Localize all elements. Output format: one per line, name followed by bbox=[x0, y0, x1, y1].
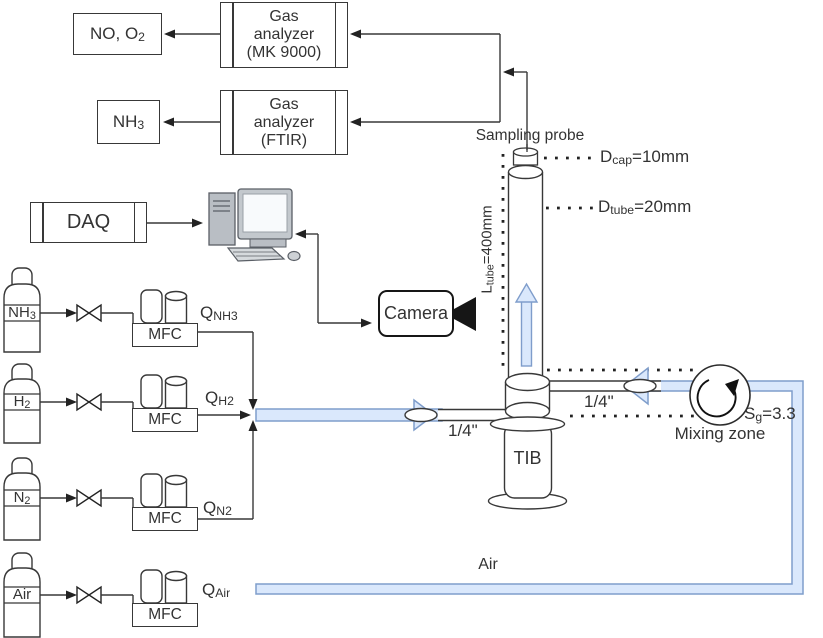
tib-label: TIB bbox=[513, 448, 542, 468]
process-box-line bbox=[42, 203, 44, 242]
camera-box: Camera bbox=[378, 290, 454, 337]
mfc-box-n2: MFC bbox=[132, 507, 198, 531]
mixture-flow-pipe bbox=[255, 398, 506, 432]
valve-icon bbox=[76, 392, 91, 412]
fitting-label-left: 1/4" bbox=[448, 421, 478, 440]
mfc-box-h2: MFC bbox=[132, 408, 198, 432]
daq-box: DAQ bbox=[30, 202, 147, 243]
flow-label-qh2: QH2 bbox=[205, 388, 234, 409]
d-tube-label: Dtube=20mm bbox=[598, 197, 692, 218]
burner-flange bbox=[489, 416, 566, 432]
swirl-number-label: Sg=3.3 bbox=[744, 404, 796, 425]
camera-label: Camera bbox=[383, 303, 449, 323]
camera-lens-icon bbox=[454, 297, 476, 331]
sampling-lines bbox=[163, 29, 528, 150]
valve-icon bbox=[76, 585, 91, 605]
no-o2-output-box: NO, O2 bbox=[73, 13, 162, 55]
junction-cylinder bbox=[504, 372, 551, 421]
computer-icon bbox=[208, 188, 301, 262]
nh3-output-label: NH3 bbox=[112, 111, 145, 133]
cylinder-label-h2: H2 bbox=[13, 393, 31, 411]
gas-analyzer-ftir-box: Gas analyzer (FTIR) bbox=[220, 90, 348, 155]
mfc-box-nh3: MFC bbox=[132, 323, 198, 347]
valve-icon bbox=[76, 303, 91, 323]
cylinder-label-nh3: NH3 bbox=[8, 304, 36, 322]
process-box-line bbox=[232, 91, 234, 154]
valve-icon bbox=[76, 488, 91, 508]
mouse-icon bbox=[287, 250, 301, 262]
process-box-line bbox=[334, 3, 336, 67]
supply-line-air bbox=[3, 552, 188, 638]
swirler-symbol bbox=[689, 364, 751, 426]
flow-label-qair: QAir bbox=[202, 580, 231, 601]
gas-analyzer-mk9000-box: Gas analyzer (MK 9000) bbox=[220, 2, 348, 68]
process-box-line bbox=[232, 3, 234, 67]
d-cap-label: Dcap=10mm bbox=[600, 147, 690, 168]
fitting-label-right: 1/4" bbox=[584, 392, 614, 411]
cylinder-label-n2: N2 bbox=[13, 489, 31, 507]
sampling-probe-label: Sampling probe bbox=[475, 127, 585, 144]
flow-meter-ellipse-left bbox=[404, 407, 438, 423]
no-o2-label: NO, O2 bbox=[90, 23, 145, 45]
air-line-label: Air bbox=[478, 556, 498, 573]
supply-line-n2 bbox=[3, 420, 258, 541]
daq-computer-links bbox=[147, 218, 372, 328]
process-box-line bbox=[334, 91, 336, 154]
process-box-line bbox=[133, 203, 135, 242]
nh3-output-box: NH3 bbox=[97, 100, 160, 144]
cylinder-label-air: Air bbox=[12, 586, 32, 603]
supply-line-h2 bbox=[3, 363, 251, 444]
mfc-box-air: MFC bbox=[132, 603, 198, 627]
exhaust-flow-up-arrow bbox=[514, 282, 539, 367]
flow-label-qnh3: QNH3 bbox=[200, 303, 238, 324]
air-inlet-pipe bbox=[549, 366, 661, 406]
mixing-zone-label: Mixing zone bbox=[674, 424, 766, 443]
flow-label-qn2: QN2 bbox=[203, 498, 232, 519]
l-tube-label: Ltube=400mm bbox=[478, 205, 497, 294]
gas-analyzer-ftir-label: Gas analyzer (FTIR) bbox=[253, 95, 315, 149]
burner-assembly bbox=[487, 372, 568, 510]
supply-line-nh3 bbox=[3, 267, 258, 410]
daq-label: DAQ bbox=[66, 211, 111, 233]
flow-meter-ellipse-right bbox=[623, 378, 657, 394]
gas-analyzer-mk9000-label: Gas analyzer (MK 9000) bbox=[246, 8, 322, 61]
keyboard-icon bbox=[226, 247, 286, 262]
